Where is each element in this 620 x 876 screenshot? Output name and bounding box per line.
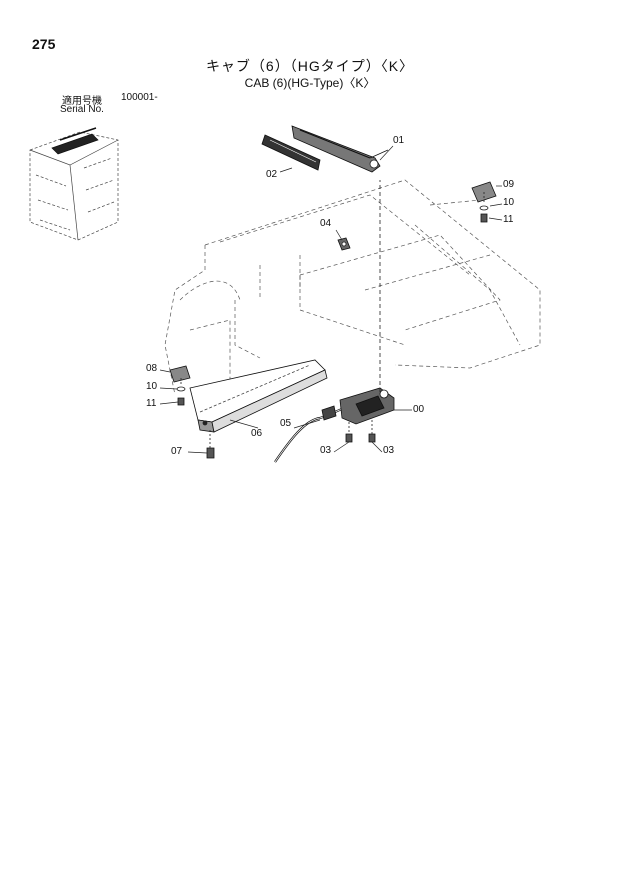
callout-label-05: 05 [280,418,292,429]
bracket-left [169,365,191,406]
washer-nozzle [337,237,351,251]
callout-label-07: 07 [171,446,183,457]
page-number: 275 [32,36,56,52]
wiper-assembly [261,125,389,173]
wiper-motor [339,180,395,425]
bolts-03 [345,420,376,443]
cab-key-view [29,127,119,241]
callout-label-01: 01 [393,135,405,146]
callout-label-11-left: 11 [146,398,157,409]
callout-label-09: 09 [503,179,515,190]
title-english: CAB (6)(HG-Type)〈K〉 [244,76,376,90]
harness [274,405,346,463]
serial-label-japanese: 適用号機 [62,96,102,107]
callout-label-06: 06 [251,428,263,439]
serial-number-value: 100001- [121,92,158,103]
callout-label-03-right: 03 [383,445,395,456]
callout-label-10-left: 10 [146,381,158,392]
bolt-07 [206,430,215,459]
callout-label-11-right: 11 [503,214,514,225]
title-japanese: キャブ（6）（HGタイプ）〈K〉 [205,58,415,74]
callout-label-03-left: 03 [320,445,332,456]
cab-frame-outline [164,179,541,396]
callout-label-08: 08 [146,363,158,374]
callout-label-04: 04 [320,218,332,229]
callout-label-10-right: 10 [503,197,515,208]
serial-label-english: Serial No. [60,104,104,115]
callout-label-00: 00 [413,404,425,415]
bracket-right [471,181,497,223]
cover-panel [189,359,328,433]
leader-lines [159,145,503,454]
callout-label-02: 02 [266,169,278,180]
